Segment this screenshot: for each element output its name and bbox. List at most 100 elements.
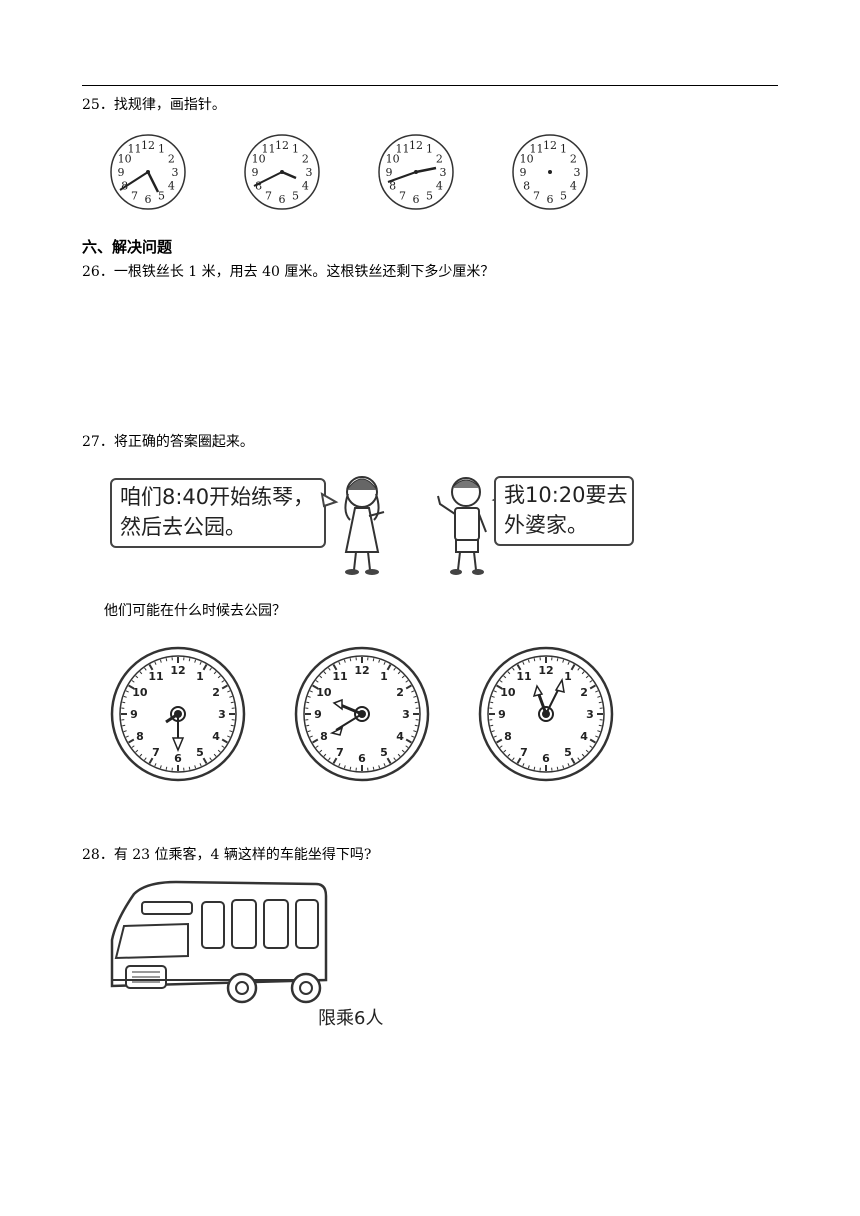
girl-speech-line-1: 咱们8:40开始练琴，: [120, 485, 315, 509]
clock-center: [548, 170, 552, 174]
clock-number: 6: [279, 193, 286, 206]
q25-label: 25．找规律，画指针。: [82, 97, 226, 113]
clock-number: 2: [212, 686, 220, 699]
clock-number: 3: [306, 166, 313, 179]
minute-hand: [387, 171, 417, 183]
minute-hand: [335, 713, 363, 731]
clock-number: 3: [402, 708, 410, 721]
girl-speech-line-2: 然后去公园。: [120, 515, 246, 539]
clock-number: 6: [542, 752, 550, 765]
clock-number: 11: [396, 143, 410, 156]
clock-number: 5: [196, 746, 204, 759]
clock-number: 6: [413, 193, 420, 206]
clock-number: 7: [131, 189, 138, 202]
clock-number: 2: [302, 152, 309, 165]
minute-hand: [253, 171, 283, 187]
clock-number: 4: [436, 179, 443, 192]
clock-number: 12: [543, 139, 557, 152]
clock-number: 9: [252, 166, 259, 179]
clock-number: 10: [132, 686, 148, 699]
q27-question: 他们可能在什么时候去公园？: [104, 603, 286, 619]
clock-number: 12: [170, 664, 185, 677]
clock-number: 7: [152, 746, 160, 759]
boy-speech-bubble: 我10:20要去 外婆家。: [494, 476, 634, 546]
clock-number: 3: [172, 166, 179, 179]
clock-number: 7: [265, 189, 272, 202]
clock-number: 9: [498, 708, 506, 721]
clock-number: 10: [316, 686, 332, 699]
hour-hand: [146, 171, 160, 193]
clock-number: 12: [409, 139, 423, 152]
clock-number: 2: [396, 686, 404, 699]
clock-number: 3: [440, 166, 447, 179]
clock-number: 1: [560, 143, 567, 156]
q27-label: 27．将正确的答案圈起来。: [82, 434, 254, 450]
clock-number: 3: [574, 166, 581, 179]
bus-sign: 限乘6人: [318, 1008, 384, 1029]
clock-number: 11: [128, 143, 142, 156]
clock-number: 10: [500, 686, 516, 699]
clock-number: 5: [564, 746, 572, 759]
clock-number: 4: [580, 730, 588, 743]
boy-speech-line-1: 我10:20要去: [504, 483, 628, 507]
clock-number: 2: [580, 686, 588, 699]
clock-number: 10: [520, 152, 534, 165]
clock-number: 7: [533, 189, 540, 202]
clock-number: 7: [520, 746, 528, 759]
clock-number: 5: [292, 189, 299, 202]
clock-number: 4: [302, 179, 309, 192]
clock-number: 8: [389, 179, 396, 192]
clock-number: 11: [148, 670, 163, 683]
clock-number: 5: [560, 189, 567, 202]
clock-number: 1: [196, 670, 204, 683]
hour-hand: [281, 170, 297, 180]
boy-speech-line-2: 外婆家。: [504, 513, 588, 537]
clock-number: 11: [262, 143, 276, 156]
clock-number: 9: [314, 708, 322, 721]
hour-hand: [415, 166, 437, 174]
clock-number: 5: [426, 189, 433, 202]
section-title: 六、解决问题: [82, 238, 173, 256]
q28-label: 28．有 23 位乘客，4 辆这样的车能坐得下吗?: [82, 847, 372, 863]
clock-number: 10: [118, 152, 132, 165]
clock-number: 11: [516, 670, 531, 683]
clock-number: 11: [332, 670, 347, 683]
bus-illustration: [110, 880, 328, 1004]
clock-number: 2: [168, 152, 175, 165]
clock-number: 12: [354, 664, 369, 677]
clock-number: 11: [530, 143, 544, 156]
clock-number: 1: [158, 143, 165, 156]
clock-number: 4: [212, 730, 220, 743]
minute-hand: [119, 171, 149, 191]
clock-number: 5: [380, 746, 388, 759]
clock-number: 8: [255, 179, 262, 192]
clock-number: 10: [252, 152, 266, 165]
clock-number: 1: [426, 143, 433, 156]
clock-number: 7: [399, 189, 406, 202]
clock-number: 4: [570, 179, 577, 192]
clock-number: 8: [504, 730, 512, 743]
clock-number: 6: [174, 752, 182, 765]
clock-number: 1: [292, 143, 299, 156]
clock-number: 4: [168, 179, 175, 192]
clock-number: 9: [386, 166, 393, 179]
clock-number: 12: [141, 139, 155, 152]
clock-number: 6: [547, 193, 554, 206]
clock-number: 9: [130, 708, 138, 721]
clock-number: 8: [320, 730, 328, 743]
clock-number: 3: [586, 708, 594, 721]
clock-number: 1: [380, 670, 388, 683]
girl-speech-bubble: 咱们8:40开始练琴， 然后去公园。: [110, 478, 326, 548]
header-rule: [82, 85, 778, 86]
girl-illustration: [320, 476, 385, 575]
clock-number: 2: [570, 152, 577, 165]
clock-number: 5: [158, 189, 165, 202]
clock-number: 1: [564, 670, 572, 683]
